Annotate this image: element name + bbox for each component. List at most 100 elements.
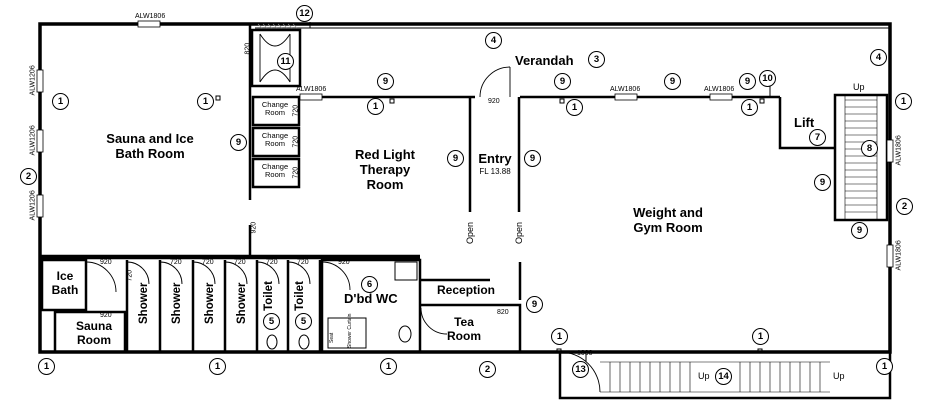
window-tag-east-1: ALW1806 (895, 135, 903, 166)
room-red-light-therapy: Red Light Therapy Room (340, 147, 430, 193)
callout-9-h: 9 (814, 174, 831, 191)
room-label-line: Therapy (359, 161, 411, 177)
change-room-1 (251, 95, 301, 127)
stair-up-label-east: Up (853, 82, 865, 92)
lift-wall (778, 97, 835, 150)
room-ice-bath: Ice Bath (45, 269, 85, 298)
room-label-line: Bath (51, 282, 79, 297)
dim-shower-4: 720 (234, 259, 246, 266)
dim-change-3: 720 (292, 166, 300, 179)
window-verandah-1 (299, 93, 323, 101)
dim-storage-door: 820 (244, 42, 252, 55)
callout-14: 14 (715, 368, 732, 385)
dim-entry-door: 920 (488, 98, 500, 105)
room-label-line: Room (366, 176, 404, 192)
window-west-1 (36, 69, 44, 93)
callout-9-j: 9 (526, 296, 543, 313)
shower-label-1: Shower (138, 282, 150, 324)
change-room-label-3: Change Room (255, 162, 295, 180)
room-label-line: Change (261, 131, 289, 140)
marker-3 (559, 98, 565, 104)
wc-curtain-label: Shower Curtain (347, 313, 353, 348)
verandah-hatch (257, 23, 298, 29)
room-label-line: Tea (454, 315, 474, 329)
stair-east-treads (844, 95, 878, 220)
callout-1-k: 1 (752, 328, 769, 345)
callout-3: 3 (588, 51, 605, 68)
wc-pan (398, 325, 412, 343)
room-label-line: Sauna and Ice (106, 131, 194, 146)
room-sauna-ice-bath: Sauna and Ice Bath Room (95, 131, 205, 162)
window-tag-verandah-3: ALW1806 (704, 86, 735, 93)
window-tag-verandah-1: ALW1806 (296, 86, 327, 93)
change-room-label-2: Change Room (255, 131, 295, 149)
toilet-label-2: Toilet (294, 281, 306, 311)
callout-9-g: 9 (739, 73, 756, 90)
dim-tea-door: 820 (497, 309, 509, 316)
window-tag-west-2: ALW1206 (29, 125, 37, 156)
open-label-west: Open (465, 221, 475, 245)
callout-9-b: 9 (377, 73, 394, 90)
window-west-3 (36, 194, 44, 218)
marker-6 (757, 348, 763, 354)
dim-change-1: 720 (292, 104, 300, 117)
room-label-line: Room (447, 328, 481, 343)
entry-door-arc (479, 66, 511, 98)
callout-13: 13 (572, 361, 589, 378)
storage-door-arc-b (259, 69, 291, 83)
callout-2-c: 2 (896, 198, 913, 215)
room-label-line: Weight and (633, 205, 703, 220)
sauna-room-small (53, 310, 127, 354)
room-label-line: Red Light (355, 147, 415, 162)
room-label-line: Sauna (75, 319, 112, 333)
callout-6: 6 (361, 276, 378, 293)
dim-shower-1: 720 (126, 269, 134, 282)
wc-shower-area (327, 317, 367, 349)
tea-room-door (420, 307, 448, 335)
callout-9-f: 9 (664, 73, 681, 90)
floor-level: FL 13.88 (479, 166, 511, 176)
callout-1-h: 1 (209, 358, 226, 375)
window-tag-west-3: ALW1206 (29, 190, 37, 221)
callout-8: 8 (861, 140, 878, 157)
stair-up-label-south-2: Up (833, 371, 845, 381)
change-room-2 (251, 126, 301, 158)
window-tag-north: ALW1806 (135, 13, 166, 20)
callout-1-d: 1 (566, 99, 583, 116)
callout-4-b: 4 (870, 49, 887, 66)
room-label-line: Change (261, 100, 289, 109)
ice-bath-room (40, 258, 88, 312)
south-exit-door (559, 351, 601, 393)
stair-up-label-south-1: Up (698, 371, 710, 381)
dim-shower-2: 720 (170, 259, 182, 266)
window-tag-east-2: ALW1806 (895, 240, 903, 271)
dbd-wc-door (321, 261, 351, 291)
marker-1 (215, 95, 221, 101)
room-entry: Entry FL 13.88 (474, 151, 516, 176)
room-label-line: Room (264, 170, 285, 180)
window-tag-west-1: ALW1206 (29, 65, 37, 96)
change-room-3 (251, 157, 301, 189)
room-sauna-small: Sauna Room (65, 319, 123, 348)
shower-door-1 (126, 261, 150, 285)
callout-7: 7 (809, 129, 826, 146)
callout-1-c: 1 (367, 98, 384, 115)
marker-5 (556, 348, 562, 354)
callout-9-d: 9 (524, 150, 541, 167)
dim-sauna-main-door: 920 (250, 221, 258, 234)
room-reception: Reception (437, 283, 496, 297)
storage-door-arc-a (259, 33, 291, 47)
callout-4-a: 4 (485, 32, 502, 49)
window-verandah-2 (614, 93, 638, 101)
ice-bath-door (85, 261, 117, 293)
shower-door-2 (159, 261, 183, 285)
stair-south-treads (600, 361, 830, 393)
room-lift: Lift (794, 115, 815, 130)
callout-1-l: 1 (876, 358, 893, 375)
callout-1-a: 1 (52, 93, 69, 110)
window-east-1 (886, 139, 894, 163)
callout-12: 12 (296, 5, 313, 22)
callout-11: 11 (277, 53, 294, 70)
callout-10: 10 (759, 70, 776, 87)
callout-1-j: 1 (551, 328, 568, 345)
